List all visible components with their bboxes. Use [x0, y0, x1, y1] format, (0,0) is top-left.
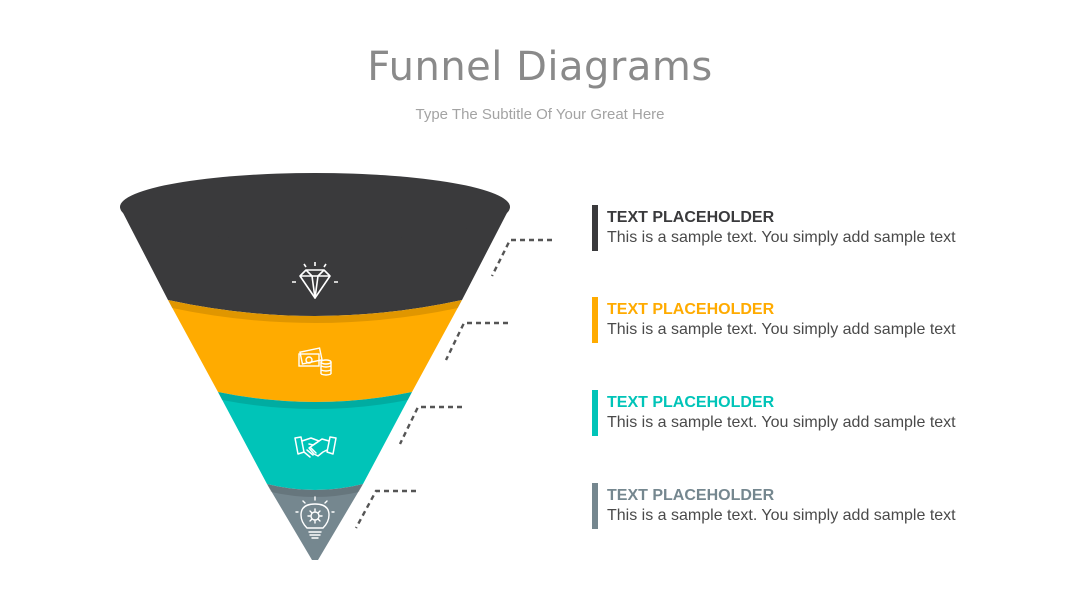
text-block-heading: TEXT PLACEHOLDER — [607, 394, 775, 411]
text-block-4: TEXT PLACEHOLDER This is a sample text. … — [592, 483, 1012, 529]
text-block-body: This is a sample text. You simply add sa… — [607, 414, 956, 431]
lightbulb-gear-icon — [295, 496, 335, 539]
connector-line-1 — [490, 238, 552, 277]
funnel-stage-3 — [218, 392, 412, 490]
connector-line-2 — [444, 321, 508, 361]
connector-line-3 — [398, 405, 462, 445]
connector-line-4 — [354, 489, 416, 529]
money-icon — [298, 347, 332, 376]
text-block-heading: TEXT PLACEHOLDER — [607, 209, 775, 226]
page-subtitle: Type The Subtitle Of Your Great Here — [415, 106, 665, 123]
handshake-icon — [294, 436, 337, 458]
accent-bar — [592, 483, 598, 529]
text-block-body: This is a sample text. You simply add sa… — [607, 507, 956, 524]
accent-bar — [592, 390, 598, 436]
accent-bar — [592, 297, 598, 343]
text-block-body: This is a sample text. You simply add sa… — [607, 321, 956, 338]
page-title: Funnel Diagrams — [367, 44, 713, 90]
text-block-body: This is a sample text. You simply add sa… — [607, 229, 956, 246]
diamond-icon — [292, 262, 338, 299]
text-block-heading: TEXT PLACEHOLDER — [607, 301, 775, 318]
accent-bar — [592, 205, 598, 251]
text-block-2: TEXT PLACEHOLDER This is a sample text. … — [592, 297, 1012, 343]
funnel-stage-1 — [120, 173, 510, 316]
text-block-1: TEXT PLACEHOLDER This is a sample text. … — [592, 205, 1012, 251]
text-block-3: TEXT PLACEHOLDER This is a sample text. … — [592, 390, 1012, 436]
funnel-stage-2 — [168, 300, 462, 402]
text-block-heading: TEXT PLACEHOLDER — [607, 487, 775, 504]
